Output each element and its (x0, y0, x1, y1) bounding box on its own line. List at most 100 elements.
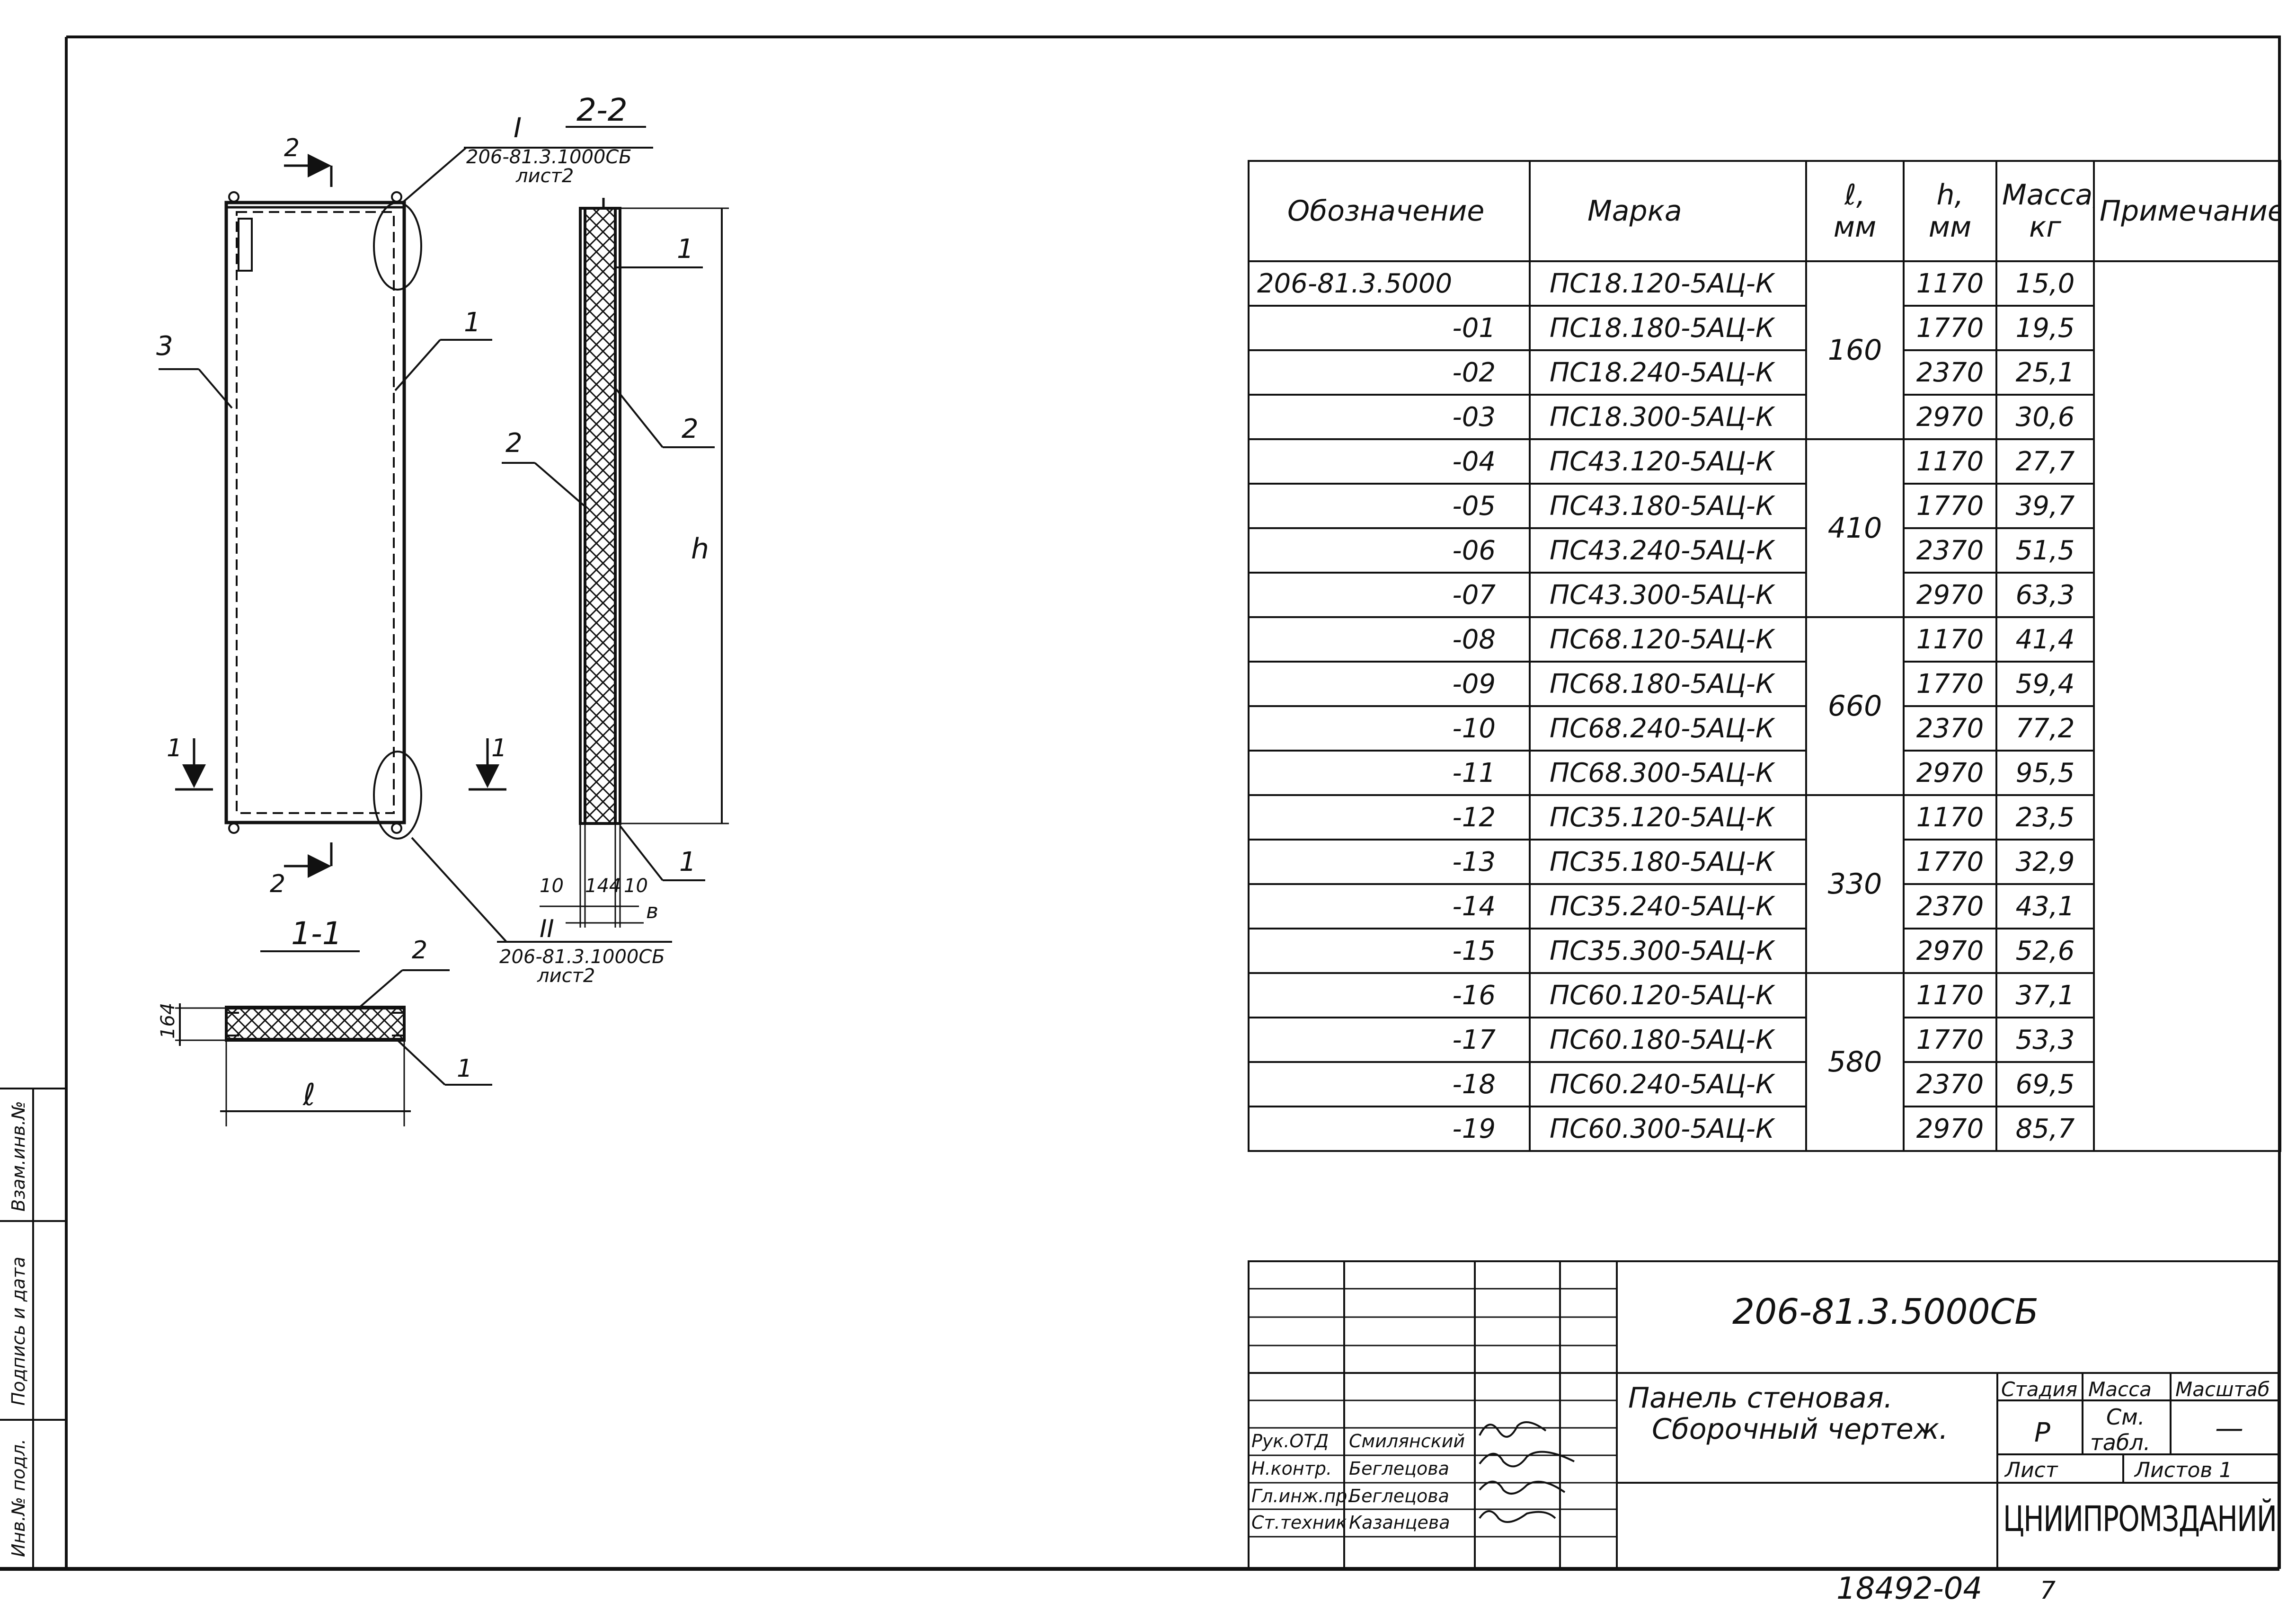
row-mass: 77,2 (1995, 705, 2095, 752)
node-ref-II-sheet: лист2 (537, 965, 595, 987)
row-height: 1770 (1903, 839, 1997, 885)
row-designation: -15 (1248, 928, 1531, 974)
header-mass: Масса, кг (1995, 160, 2095, 262)
node-mark-I: I (514, 112, 522, 144)
row-height: 1770 (1903, 661, 1997, 707)
row-mass: 63,3 (1995, 572, 2095, 618)
row-designation: -08 (1248, 616, 1531, 663)
signatory-role: Гл.инж.пр. (1251, 1486, 1353, 1506)
row-mass: 52,6 (1995, 928, 2095, 974)
row-mark: ПС43.180-5АЦ-К (1529, 483, 1807, 529)
row-mass: 95,5 (1995, 750, 2095, 796)
row-designation: -11 (1248, 750, 1531, 796)
row-height: 1770 (1903, 305, 1997, 351)
row-mark: ПС18.240-5АЦ-К (1529, 349, 1807, 396)
row-height: 2970 (1903, 1106, 1997, 1152)
row-mark: ПС68.180-5АЦ-К (1529, 661, 1807, 707)
row-height: 2370 (1903, 705, 1997, 752)
row-designation: -06 (1248, 527, 1531, 574)
row-length-group: 660 (1805, 616, 1905, 796)
row-mass: 27,7 (1995, 438, 2095, 485)
signatory-role: Ст.техник (1251, 1512, 1347, 1533)
row-mark: ПС60.120-5АЦ-К (1529, 972, 1807, 1018)
row-mark: ПС43.300-5АЦ-К (1529, 572, 1807, 618)
row-mark: ПС18.120-5АЦ-К (1529, 260, 1807, 307)
mass-value-2: табл. (2090, 1430, 2151, 1455)
row-mark: ПС35.240-5АЦ-К (1529, 883, 1807, 930)
row-mass: 85,7 (1995, 1106, 2095, 1152)
row-height: 2370 (1903, 883, 1997, 930)
row-mark: ПС18.300-5АЦ-К (1529, 394, 1807, 440)
row-designation: -16 (1248, 972, 1531, 1018)
row-height: 2970 (1903, 394, 1997, 440)
row-length-group: 160 (1805, 260, 1905, 440)
dimension-10-right: 10 (624, 875, 648, 897)
sheet-label: Лист (2005, 1458, 2058, 1482)
organization: ЦНИИПРОМЗДАНИЙ (2003, 1499, 2277, 1540)
row-designation: -05 (1248, 483, 1531, 529)
row-designation: -07 (1248, 572, 1531, 618)
row-height: 2970 (1903, 928, 1997, 974)
row-designation: -19 (1248, 1106, 1531, 1152)
cut-label-1-left: 1 (167, 734, 182, 762)
row-mark: ПС60.240-5АЦ-К (1529, 1061, 1807, 1107)
dimension-h: h (691, 532, 709, 566)
title-block-grid (1248, 1260, 2279, 1569)
sheets-label: Листов 1 (2135, 1458, 2233, 1482)
row-mark: ПС68.300-5АЦ-К (1529, 750, 1807, 796)
row-mark: ПС68.240-5АЦ-К (1529, 705, 1807, 752)
callout-3: 3 (156, 331, 173, 362)
row-mark: ПС35.120-5АЦ-К (1529, 794, 1807, 841)
title-line-2: Сборочный чертеж. (1652, 1413, 1948, 1446)
row-designation: 206-81.3.5000 (1248, 260, 1531, 307)
section-1-1 (175, 950, 492, 1126)
signatory-name: Казанцева (1349, 1512, 1450, 1533)
header-mark: Марка (1529, 160, 1807, 262)
dimension-10-left: 10 (540, 875, 564, 897)
row-mass: 43,1 (1995, 883, 2095, 930)
header-l-mm: ℓ, мм (1805, 160, 1905, 262)
node-ref-II: 206-81.3.1000СБ (499, 946, 665, 968)
row-height: 2970 (1903, 750, 1997, 796)
view-label-1-1: 1-1 (291, 915, 342, 952)
callout-1-front: 1 (464, 307, 481, 338)
cut-label-2-bottom: 2 (270, 870, 285, 898)
row-mark: ПС43.240-5АЦ-К (1529, 527, 1807, 574)
row-height: 2370 (1903, 1061, 1997, 1107)
callout-1-side-top: 1 (677, 234, 694, 265)
row-designation: -12 (1248, 794, 1531, 841)
dimension-144: 144 (585, 875, 621, 897)
row-mass: 30,6 (1995, 394, 2095, 440)
row-designation: -14 (1248, 883, 1531, 930)
stage-label: Стадия (2001, 1378, 2078, 1401)
signatory-name: Смилянский (1349, 1431, 1465, 1452)
row-height: 1170 (1903, 616, 1997, 663)
row-mass: 69,5 (1995, 1061, 2095, 1107)
row-height: 2370 (1903, 527, 1997, 574)
side-stamp-sign-date: Подпись и дата (8, 1257, 29, 1406)
archive-code: 18492-04 (1836, 1571, 1982, 1606)
row-mass: 53,3 (1995, 1017, 2095, 1063)
dimension-164: 164 (157, 1003, 179, 1039)
mass-label: Масса (2088, 1378, 2152, 1401)
row-height: 1170 (1903, 260, 1997, 307)
row-height: 1770 (1903, 483, 1997, 529)
row-mark: ПС18.180-5АЦ-К (1529, 305, 1807, 351)
row-mass: 23,5 (1995, 794, 2095, 841)
callout-2-side-left: 2 (505, 428, 523, 459)
row-mark: ПС35.300-5АЦ-К (1529, 928, 1807, 974)
callout-2-section: 2 (412, 936, 427, 965)
